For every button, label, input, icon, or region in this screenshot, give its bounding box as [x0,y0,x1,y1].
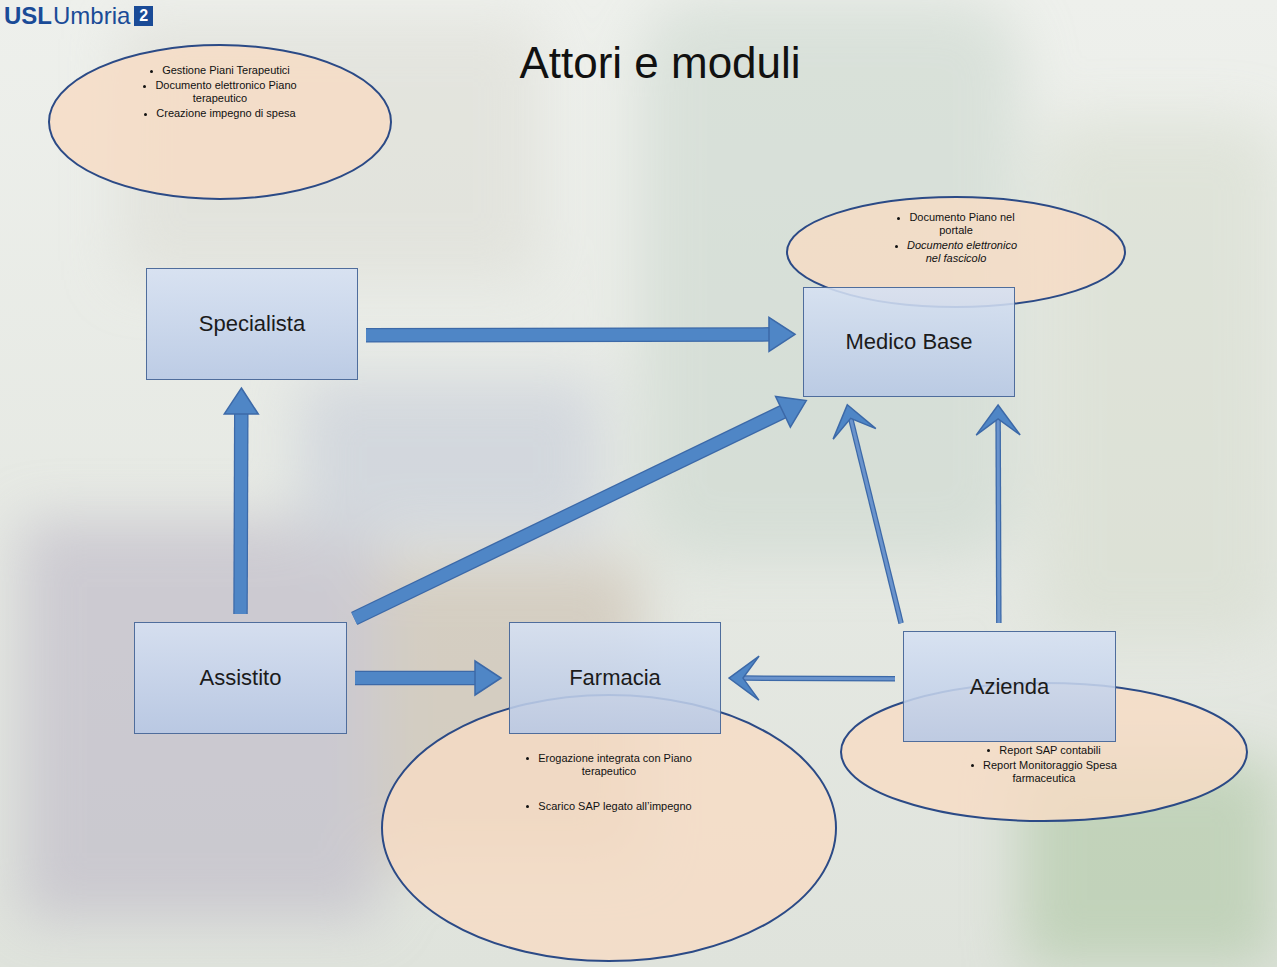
arrow-shaft [851,418,901,623]
arrow-shaft [355,672,477,684]
actor-name: Medico Base [845,329,972,355]
arrow-head [769,317,795,351]
bullet-dot [144,113,147,116]
arrow-head [475,661,501,695]
module-item: Documento Piano nel portale [909,211,1014,236]
arrow-head [833,405,876,439]
arrow-shaft [743,677,895,681]
actor-name: Farmacia [569,665,661,691]
flow-arrow [355,661,501,695]
arrow-shaft-outline [355,671,477,686]
bullet-dot [895,245,898,248]
actor-box: Assistito [134,622,347,734]
bullet-dot [526,805,529,808]
arrow-shaft [366,328,771,341]
arrow-head [224,388,258,414]
arrow-head [729,656,759,700]
logo-text: 2 [134,6,153,26]
actor-box: Specialista [146,268,358,380]
bullet-dot [987,749,990,752]
arrow-shaft-outline [851,418,901,623]
module-ellipse: Erogazione integrata con Piano terapeuti… [381,694,837,962]
arrow-shaft-outline [995,419,1001,623]
arrow-head [776,396,807,427]
module-item: Erogazione integrata con Piano terapeuti… [538,752,692,777]
arrow-shaft-outline [354,411,785,619]
actor-name: Azienda [970,674,1050,700]
logo-text: USL [4,2,52,30]
actor-box: Azienda [903,631,1116,742]
flow-arrow [833,405,901,623]
ellipse-outline [381,694,837,962]
bullet-dot [150,70,153,73]
arrow-shaft [997,419,1001,623]
arrow-shaft-outline [233,412,248,614]
logo: USLUmbria2 [4,2,153,30]
flow-arrow [976,405,1020,623]
module-item: Gestione Piani Terapeutici [162,64,290,76]
arrow-shaft-outline [366,327,771,342]
flow-arrow [224,388,258,614]
module-item: Documento elettronico nel fascicolo [907,239,1017,264]
module-item: Creazione impegno di spesa [156,107,295,119]
arrow-head [976,405,1020,435]
flow-arrow [366,317,795,351]
diagram-title: Attori e moduli [519,38,800,87]
module-item: Report Monitoraggio Spesa farmaceutica [983,759,1117,784]
logo-text: Umbria [52,2,134,30]
actor-name: Assistito [200,665,282,691]
bullet-dot [971,764,974,767]
arrow-shaft [354,411,785,619]
module-item: Scarico SAP legato all’impegno [538,800,691,812]
actor-box: Medico Base [803,287,1015,397]
flow-arrow [729,656,895,700]
arrow-shaft [235,412,248,614]
bullet-dot [143,85,146,88]
module-ellipse: Gestione Piani TerapeuticiDocumento elet… [48,44,392,200]
module-item: Documento elettronico Piano terapeutico [155,79,296,104]
module-item: Report SAP contabili [999,744,1100,756]
arrow-shaft-outline [743,675,895,681]
bullet-dot [526,757,529,760]
actor-box: Farmacia [509,622,721,734]
actor-name: Specialista [199,311,305,337]
flow-arrow [354,396,806,618]
bullet-dot [897,217,900,220]
